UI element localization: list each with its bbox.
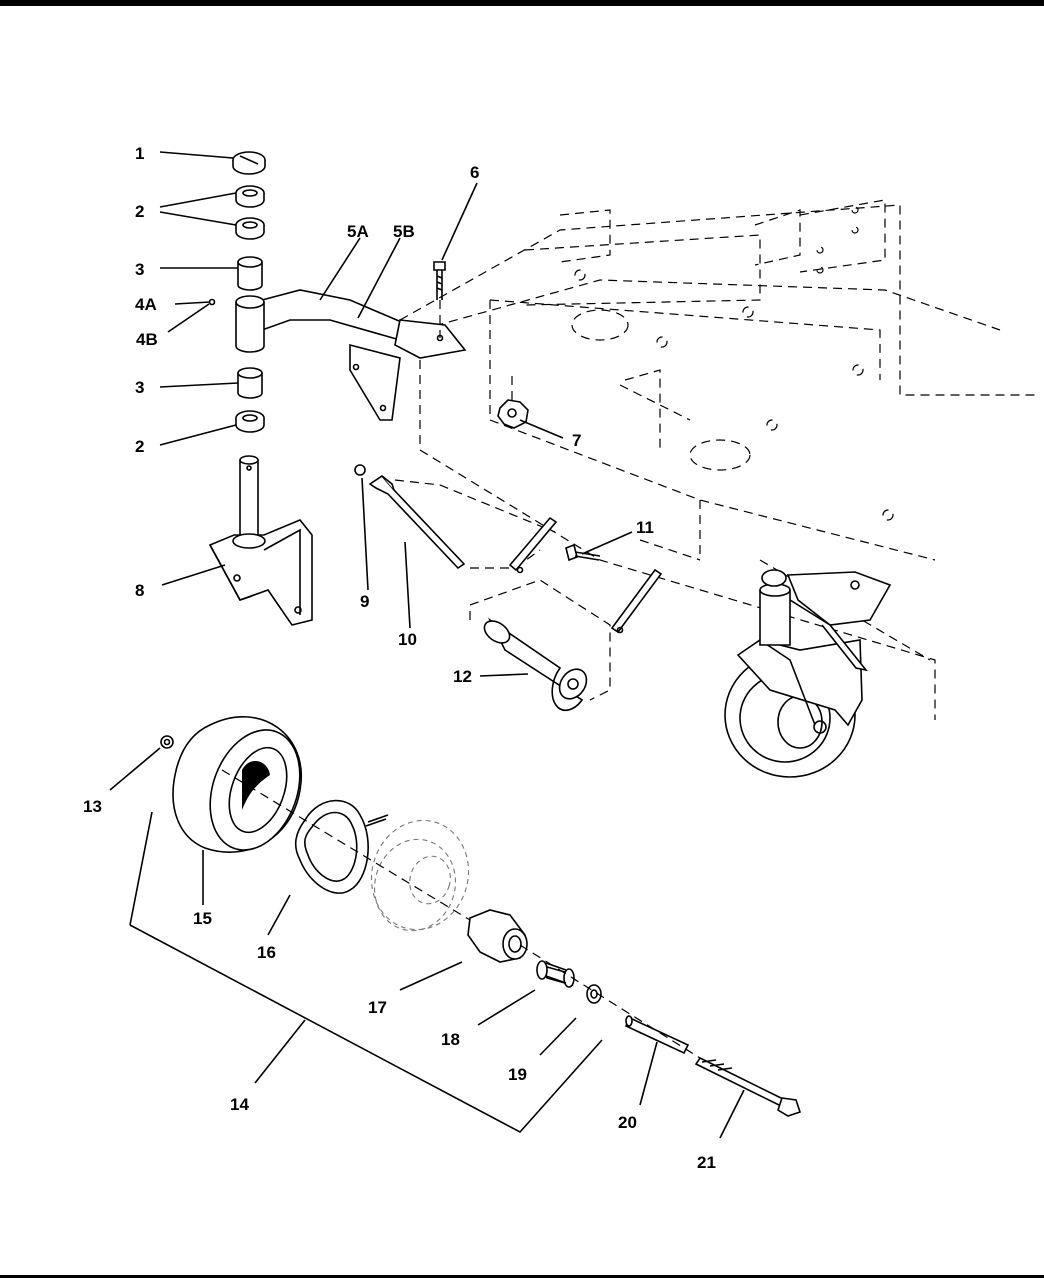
bushing-lower xyxy=(237,367,263,399)
callout-6: 6 xyxy=(470,163,479,182)
caster-arm xyxy=(235,289,467,421)
callout-10: 10 xyxy=(398,630,417,649)
axle-bolt xyxy=(694,1056,802,1117)
callout-3: 3 xyxy=(135,260,144,279)
axle-sleeve xyxy=(624,1015,690,1055)
wheel-rim xyxy=(370,819,470,932)
callout-19: 19 xyxy=(508,1065,527,1084)
callout-21: 21 xyxy=(697,1153,716,1172)
callout-20: 20 xyxy=(618,1113,637,1132)
caster-fork xyxy=(208,455,313,626)
callout-labels: 1 2 3 4A 4B 3 2 8 5A 5B 6 7 9 10 11 12 1… xyxy=(83,144,716,1172)
roller-bracket xyxy=(508,516,663,634)
roller-shaft xyxy=(368,474,466,570)
callout-4a: 4A xyxy=(135,295,157,314)
callout-18: 18 xyxy=(441,1030,460,1049)
callout-2: 2 xyxy=(135,437,144,456)
callout-12: 12 xyxy=(453,667,472,686)
hex-bolt xyxy=(565,543,601,562)
top-rule xyxy=(0,0,1044,6)
bushing-upper xyxy=(237,256,263,291)
wheel-hub xyxy=(467,909,528,963)
callout-11: 11 xyxy=(636,518,654,537)
spacer-washer-upper xyxy=(235,185,265,208)
spacer-washer-lower xyxy=(235,410,265,433)
caster-cap xyxy=(232,151,266,175)
callout-5b: 5B xyxy=(393,222,415,241)
callout-15: 15 xyxy=(193,909,212,928)
callout-4b: 4B xyxy=(136,330,158,349)
callout-13: 13 xyxy=(83,797,102,816)
spacer-washer-middle xyxy=(235,217,265,240)
callout-3: 3 xyxy=(135,378,144,397)
callout-5a: 5A xyxy=(347,222,369,241)
callout-9: 9 xyxy=(360,592,369,611)
assembled-caster-wheel xyxy=(724,569,892,778)
valve-stem-nut xyxy=(160,735,174,749)
callout-8: 8 xyxy=(135,581,144,600)
carriage-bolt xyxy=(433,261,446,300)
callout-17: 17 xyxy=(368,998,387,1017)
tire xyxy=(172,716,303,853)
deck-roller xyxy=(483,617,588,712)
callout-7: 7 xyxy=(572,431,581,450)
roller-shaft-nut xyxy=(354,464,366,476)
callout-14: 14 xyxy=(230,1095,249,1114)
grease-fitting xyxy=(208,298,216,306)
callout-2: 2 xyxy=(135,202,144,221)
needle-bearing xyxy=(536,960,575,988)
bottom-rule xyxy=(0,1275,1044,1278)
callout-1: 1 xyxy=(135,144,144,163)
leader-lines xyxy=(109,151,745,1139)
inner-tube xyxy=(294,799,389,894)
flange-nut xyxy=(497,399,529,429)
callout-16: 16 xyxy=(257,943,276,962)
